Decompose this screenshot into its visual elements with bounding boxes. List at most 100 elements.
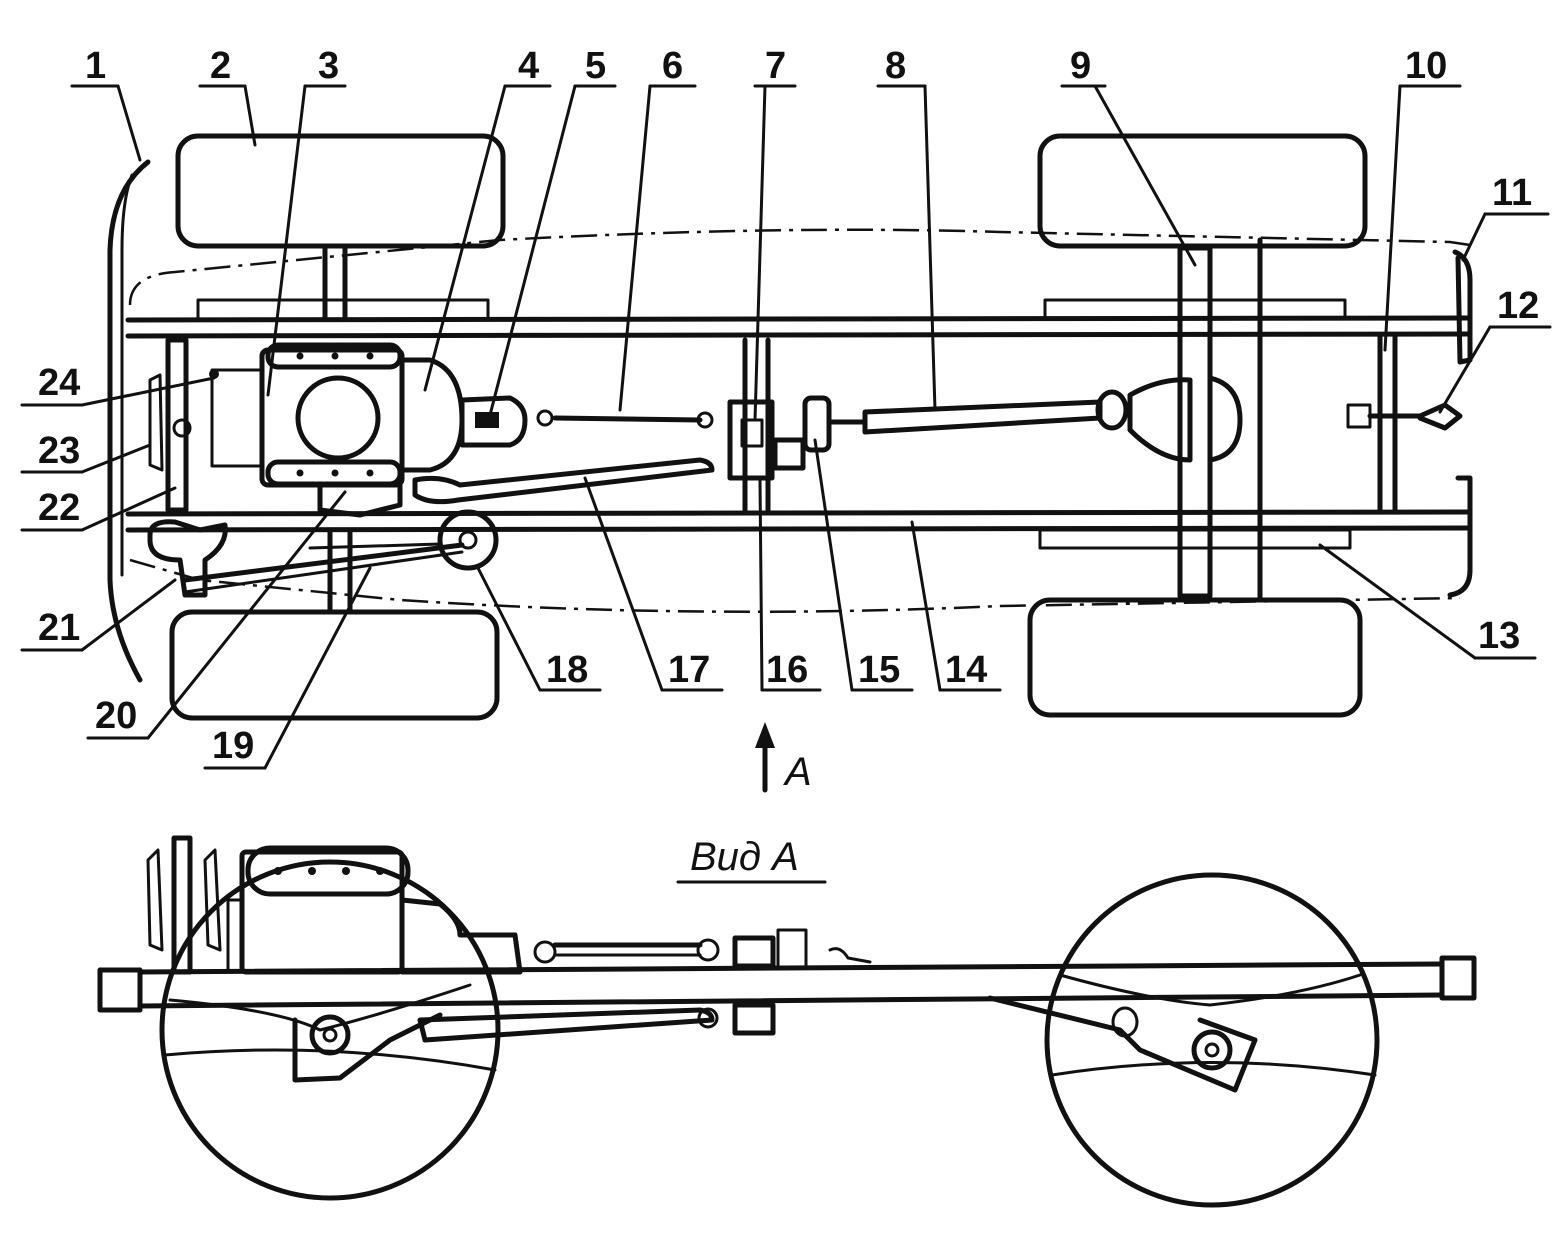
callout-17-leader <box>583 476 664 692</box>
callout-1-number: 1 <box>85 45 106 87</box>
callout-24-leader <box>80 376 216 407</box>
callout-14: 14 <box>910 520 1002 692</box>
callout-23-leader <box>80 443 152 474</box>
callout-4: 4 <box>423 45 552 392</box>
fan-hub <box>172 418 192 438</box>
callout-16-number: 16 <box>766 649 808 691</box>
front-cross-member <box>165 337 189 513</box>
rear-spring-upper <box>1043 298 1347 320</box>
transfer-case <box>727 399 775 481</box>
frame-rail-upper-inner <box>125 331 1473 339</box>
side-joint-2 <box>696 938 720 962</box>
exhaust-manifold <box>317 482 403 518</box>
bolt <box>274 867 282 875</box>
body-outline-bottom <box>129 558 1461 614</box>
callout-10-leader <box>1383 84 1402 352</box>
rear-bumper-lower <box>1447 475 1473 598</box>
callout-3-leader <box>266 84 307 397</box>
callout-7: 7 <box>753 45 797 422</box>
callout-17-number: 17 <box>668 649 710 691</box>
callout-5: 5 <box>488 45 617 417</box>
view-arrow-label: A <box>783 750 812 794</box>
rear-bumper-upper <box>1452 249 1473 365</box>
view-arrow: A <box>755 722 812 794</box>
callout-14-number: 14 <box>945 649 987 691</box>
callout-8-leader <box>923 84 937 412</box>
callout-22-leader <box>80 486 177 532</box>
side-fan-2 <box>203 848 222 952</box>
frame-end-front <box>97 967 143 1013</box>
callout-16-leader <box>758 478 764 692</box>
side-view-title: Вид А <box>690 835 799 879</box>
towing-hitch-plate <box>1346 403 1372 429</box>
rear-spring-lower <box>1038 528 1352 550</box>
pulley-stack <box>210 368 264 468</box>
propeller-shaft <box>862 399 1103 435</box>
callout-10: 10 <box>1383 45 1462 352</box>
callout-24-number: 24 <box>38 362 80 404</box>
rear-axle-housing <box>1177 245 1213 599</box>
longitudinal-rod <box>412 457 715 505</box>
callout-21-leader <box>80 578 177 652</box>
engine-head-bottom <box>265 459 403 487</box>
callout-2-leader <box>243 84 257 147</box>
callout-6-leader <box>618 84 652 412</box>
callout-19-leader <box>263 566 372 770</box>
callout-20-leader <box>146 490 347 740</box>
side-front-axle <box>309 1014 351 1056</box>
rear-left-wheel <box>1037 133 1368 249</box>
side-rear-axle-center <box>1204 1042 1220 1058</box>
steering-wheel <box>437 509 499 571</box>
side-transfer-case <box>732 935 776 969</box>
side-engine-head <box>245 845 411 897</box>
bolt <box>296 352 304 360</box>
callout-13: 13 <box>1318 543 1537 660</box>
callout-21-number: 21 <box>38 607 80 649</box>
side-frame-bottom <box>137 992 1445 1009</box>
side-long-rod <box>417 1007 715 1043</box>
callout-9-number: 9 <box>1070 45 1091 87</box>
side-gearbox <box>399 897 523 975</box>
callout-18-leader <box>476 566 542 692</box>
steering-hub <box>458 530 478 550</box>
view-arrow-head <box>755 722 775 748</box>
callout-19-number: 19 <box>212 725 254 767</box>
callout-11-number: 11 <box>1492 172 1532 214</box>
gearbox-housing <box>399 357 465 473</box>
body-outline-top <box>128 228 1471 306</box>
bolt <box>376 867 384 875</box>
callout-24: 24 <box>20 362 216 407</box>
front-bumper-inner <box>120 173 134 577</box>
callout-19: 19 <box>203 566 372 770</box>
callout-4-number: 4 <box>518 45 539 87</box>
callout-21: 21 <box>20 578 177 652</box>
callout-15: 15 <box>813 438 914 692</box>
callout-8-number: 8 <box>885 45 906 87</box>
callout-4-leader <box>423 84 507 392</box>
flange <box>802 395 832 453</box>
callout-11: 11 <box>1461 172 1550 262</box>
callout-20-number: 20 <box>95 695 137 737</box>
side-flange <box>776 928 808 970</box>
callout-18-number: 18 <box>546 649 588 691</box>
side-front-wheel <box>159 859 501 1201</box>
side-view: Вид А <box>97 835 1477 1208</box>
side-rear-joint <box>1111 1006 1139 1038</box>
callout-12-leader <box>1438 325 1492 414</box>
callout-5-leader <box>488 84 577 417</box>
gearbox-tail <box>459 395 528 448</box>
shaft-front <box>552 415 703 423</box>
front-right-wheel <box>169 609 500 721</box>
callout-22: 22 <box>20 486 177 532</box>
front-left-wheel <box>175 133 506 249</box>
side-rear-axle <box>1191 1029 1233 1071</box>
callout-17: 17 <box>583 476 724 692</box>
callout-9-leader <box>1093 84 1197 267</box>
rear-wheel-arc <box>1050 1061 1377 1077</box>
engine-head-top <box>265 342 403 370</box>
side-rear-axle-bracket <box>987 995 1258 1093</box>
bolt <box>366 352 374 360</box>
callout-15-number: 15 <box>858 649 900 691</box>
callout-20: 20 <box>86 490 347 740</box>
